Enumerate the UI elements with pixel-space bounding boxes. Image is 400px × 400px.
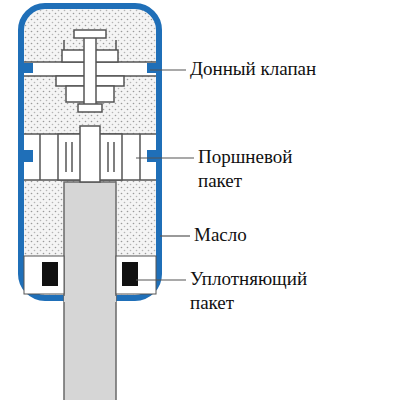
piston-pack — [24, 126, 156, 182]
base-valve — [24, 30, 156, 112]
part-label: Уплотняющий пакет — [190, 267, 307, 315]
piston-ring-left — [24, 150, 33, 162]
piston-rod-inner — [64, 182, 116, 300]
piston-ring-right — [147, 150, 156, 162]
leader-lines — [136, 70, 194, 280]
valve-seal-right — [147, 63, 156, 73]
part-label: Масло — [194, 223, 247, 247]
part-label: Поршневой пакет — [198, 145, 292, 193]
part-label: Донный клапан — [190, 57, 316, 81]
rod-pass — [64, 296, 116, 302]
piston-rod — [64, 180, 116, 400]
seal-pack — [24, 256, 156, 294]
valve-seal-left — [24, 63, 33, 73]
